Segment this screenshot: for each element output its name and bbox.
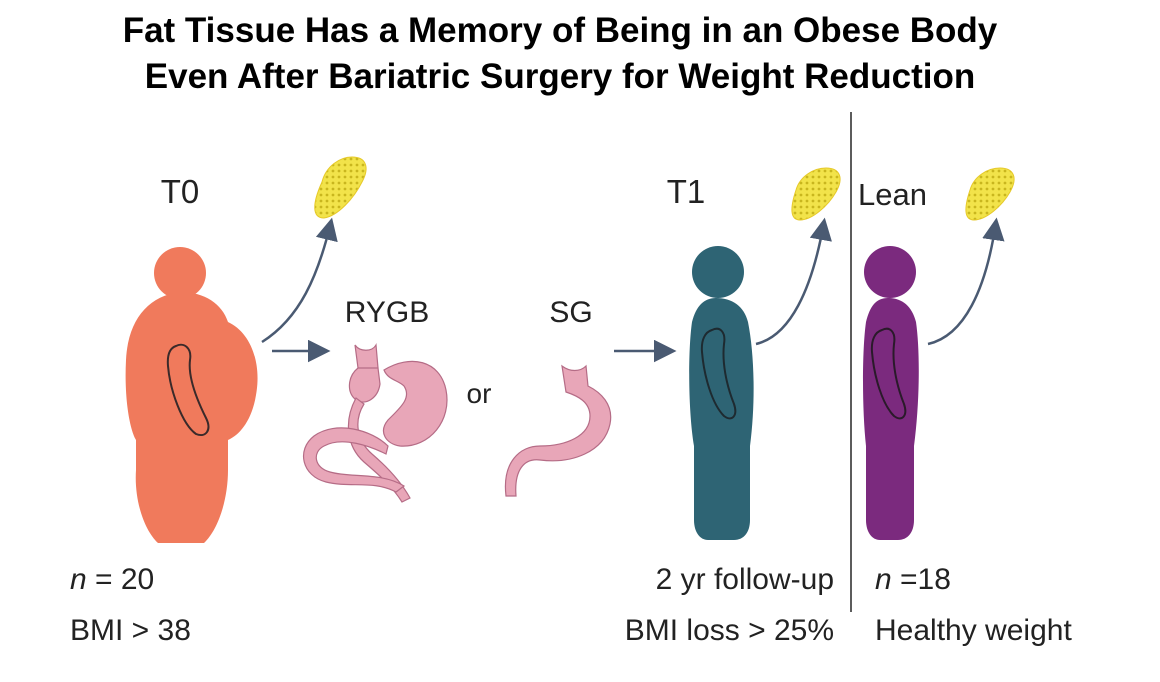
t0-group: T0 n = 20 BMI > 38 <box>70 156 367 647</box>
lean-person-icon <box>863 246 919 540</box>
t1-followup-text: 2 yr follow-up <box>656 563 834 596</box>
title-line-1: Fat Tissue Has a Memory of Being in an O… <box>122 11 998 50</box>
t0-bmi-stat: BMI > 38 <box>70 614 191 647</box>
t0-n-stat: n = 20 <box>70 563 154 596</box>
lean-group: Lean n =18 Healthy weight <box>858 167 1072 647</box>
t1-label: T1 <box>667 173 706 210</box>
or-label: or <box>467 378 492 409</box>
lean-fat-tissue-icon <box>965 167 1015 221</box>
rygb-label: RYGB <box>345 296 429 329</box>
t0-tissue-arrow-icon <box>261 217 338 344</box>
sg-stomach-icon <box>504 364 612 497</box>
lean-tissue-arrow-icon <box>927 217 1005 346</box>
title-line-2: Even After Bariatric Surgery for Weight … <box>144 57 976 96</box>
obese-person-icon <box>125 247 258 543</box>
t1-fat-tissue-icon <box>791 167 841 221</box>
t1-tissue-arrow-icon <box>755 217 832 346</box>
t0-fat-tissue-icon <box>314 156 367 219</box>
t1-group: T1 2 yr follow-up BMI loss > 25% <box>625 167 841 647</box>
t0-label: T0 <box>161 173 200 210</box>
lean-label: Lean <box>858 177 927 212</box>
sg-label: SG <box>549 296 592 329</box>
procedures-group: RYGB or SG <box>303 296 677 503</box>
figure-title: Fat Tissue Has a Memory of Being in an O… <box>0 8 1120 100</box>
t1-person-icon <box>689 246 754 540</box>
lean-n-stat: n =18 <box>875 563 951 596</box>
lean-weight-text: Healthy weight <box>875 614 1072 647</box>
rygb-stomach-icon <box>303 343 448 503</box>
t1-bmi-loss-text: BMI loss > 25% <box>625 614 834 647</box>
